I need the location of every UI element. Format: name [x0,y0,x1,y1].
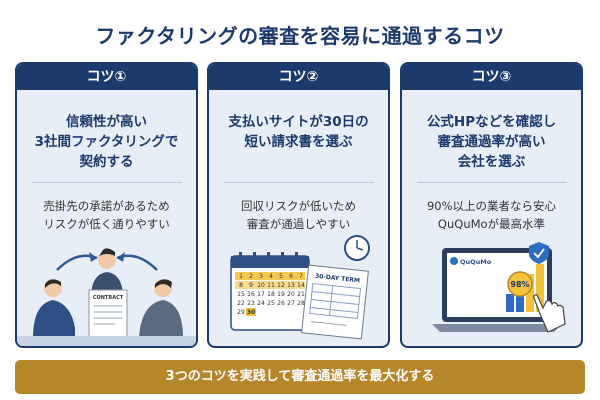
svg-text:5: 5 [279,273,283,280]
tip-title-line: 契約する [79,154,134,170]
svg-text:24: 24 [257,300,265,307]
svg-text:19: 19 [277,291,285,298]
svg-text:20: 20 [287,291,295,298]
svg-text:22: 22 [237,300,245,307]
svg-text:1: 1 [239,273,243,280]
svg-text:7: 7 [299,273,303,280]
tip-title-line: 会社を選ぶ [457,154,526,170]
tip-title-line: 3社間ファクタリングで [34,134,179,150]
svg-text:26: 26 [277,300,285,307]
highlighted-day: 30 [247,309,255,316]
svg-text:28: 28 [297,300,305,307]
tip-desc-line: リスクが低く通りやすい [43,217,170,231]
contract-label: CONTRACT [93,295,124,301]
tip-card-label: コツ② [209,64,388,90]
invoice-document-icon: 30-DAY TERM [301,264,369,340]
tip-card-1: コツ① 信頼性が高い 3社間ファクタリングで 契約する 売掛先の承諾があるため … [15,62,198,348]
bar-chart-icon [506,264,544,312]
svg-text:4: 4 [269,273,273,280]
svg-text:11: 11 [267,282,275,289]
laptop-approval-illustration: QuQuMo 98% [432,242,566,333]
tip-card-title: 支払いサイトが30日の 短い請求書を選ぶ [209,112,388,176]
person-body-icon [139,300,183,338]
tip-card-title: 公式HPなどを確認し 審査通過率が高い 会社を選ぶ [402,112,581,176]
card-divider [223,182,374,183]
tip-title-line: 信頼性が高い [66,114,147,130]
three-party-meeting-illustration: CONTRACT [17,248,196,346]
desk-icon [17,336,196,346]
arrow-head-icon [117,252,125,262]
shield-check-icon [529,242,549,264]
page-title: ファクタリングの審査を容易に通過するコツ [95,24,505,48]
svg-text:25: 25 [267,300,275,307]
svg-text:3: 3 [259,273,263,280]
svg-text:15: 15 [237,291,245,298]
person-head-icon [98,251,116,269]
tip-card-description: 90%以上の業者なら安心 QuQuMoが最高水準 [402,197,581,237]
tip-desc-line: 審査が通過しやすい [246,217,351,231]
tip-card-label: コツ③ [402,64,581,90]
brand-logo-icon [450,257,458,265]
invoice-term-label: 30-DAY TERM [315,273,361,285]
tip-card-description: 回収リスクが低いため 審査が通過しやすい [209,197,388,237]
pointing-hand-icon [533,294,566,333]
clock-icon [344,235,370,261]
tip-title-line: 審査通過率が高い [437,134,546,150]
tip-desc-line: 売掛先の承諾があるため [43,199,170,213]
svg-text:8: 8 [239,282,243,289]
approval-rate-text: 98% [510,280,529,289]
tip-title-line: 公式HPなどを確認し [426,114,557,130]
tip-card-description: 売掛先の承諾があるため リスクが低く通りやすい [17,197,196,237]
svg-text:9: 9 [249,282,253,289]
svg-text:21: 21 [297,291,305,298]
tip-desc-line: 回収リスクが低いため [241,199,356,213]
svg-text:18: 18 [267,291,275,298]
svg-text:12: 12 [277,282,285,289]
tip-title-line: 支払いサイトが30日の [228,114,369,130]
summary-banner: 3つのコツを実践して審査通過率を最大化する [15,360,585,394]
card-divider [31,182,182,183]
brand-name: QuQuMo [460,258,492,266]
svg-text:6: 6 [289,273,293,280]
tip-card-title: 信頼性が高い 3社間ファクタリングで 契約する [17,112,196,176]
tip-card-label: コツ① [17,64,196,90]
svg-text:17: 17 [257,291,265,298]
svg-text:23: 23 [247,300,255,307]
person-body-icon [33,300,75,338]
tip-title-line: 短い請求書を選ぶ [244,134,353,150]
svg-text:27: 27 [287,300,295,307]
tip-desc-line: 90%以上の業者なら安心 [426,199,557,213]
tip-desc-line: QuQuMoが最高水準 [437,217,546,231]
svg-text:10: 10 [257,282,265,289]
svg-text:2: 2 [249,273,253,280]
approval-rate-badge: 98% [507,271,533,297]
svg-text:16: 16 [247,291,255,298]
svg-text:14: 14 [297,282,305,289]
svg-text:13: 13 [287,282,295,289]
tip-card-3: コツ③ 公式HPなどを確認し 審査通過率が高い 会社を選ぶ 90%以上の業者なら… [400,62,583,348]
tip-card-2: コツ② 支払いサイトが30日の 短い請求書を選ぶ 回収リスクが低いため 審査が通… [207,62,390,348]
arrow-head-icon [89,252,97,262]
svg-text:29: 29 [237,309,245,316]
card-divider [416,182,567,183]
